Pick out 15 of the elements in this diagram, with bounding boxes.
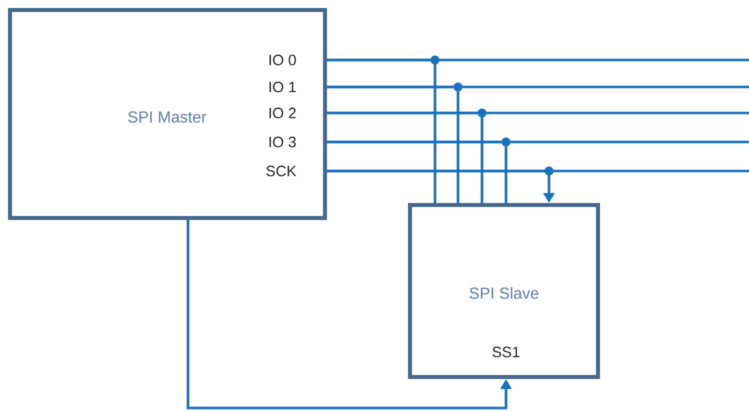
bus-line xyxy=(327,112,749,114)
bus-line xyxy=(327,170,749,172)
pin-label: SS1 xyxy=(492,346,520,358)
pin-label: IO 0 xyxy=(270,54,296,66)
block-box xyxy=(8,8,327,220)
bus-line xyxy=(327,86,749,88)
box-title: SPI Slave xyxy=(470,287,538,299)
pin-label: IO 2 xyxy=(270,108,296,118)
bus-line xyxy=(327,58,749,62)
pin-label: IO 3 xyxy=(270,136,296,148)
box-title: SPI Master xyxy=(128,111,206,123)
block-box xyxy=(408,203,600,379)
pin-label: SCK xyxy=(266,166,296,176)
bus-line xyxy=(327,140,749,144)
pin-label: IO 1 xyxy=(270,82,296,92)
